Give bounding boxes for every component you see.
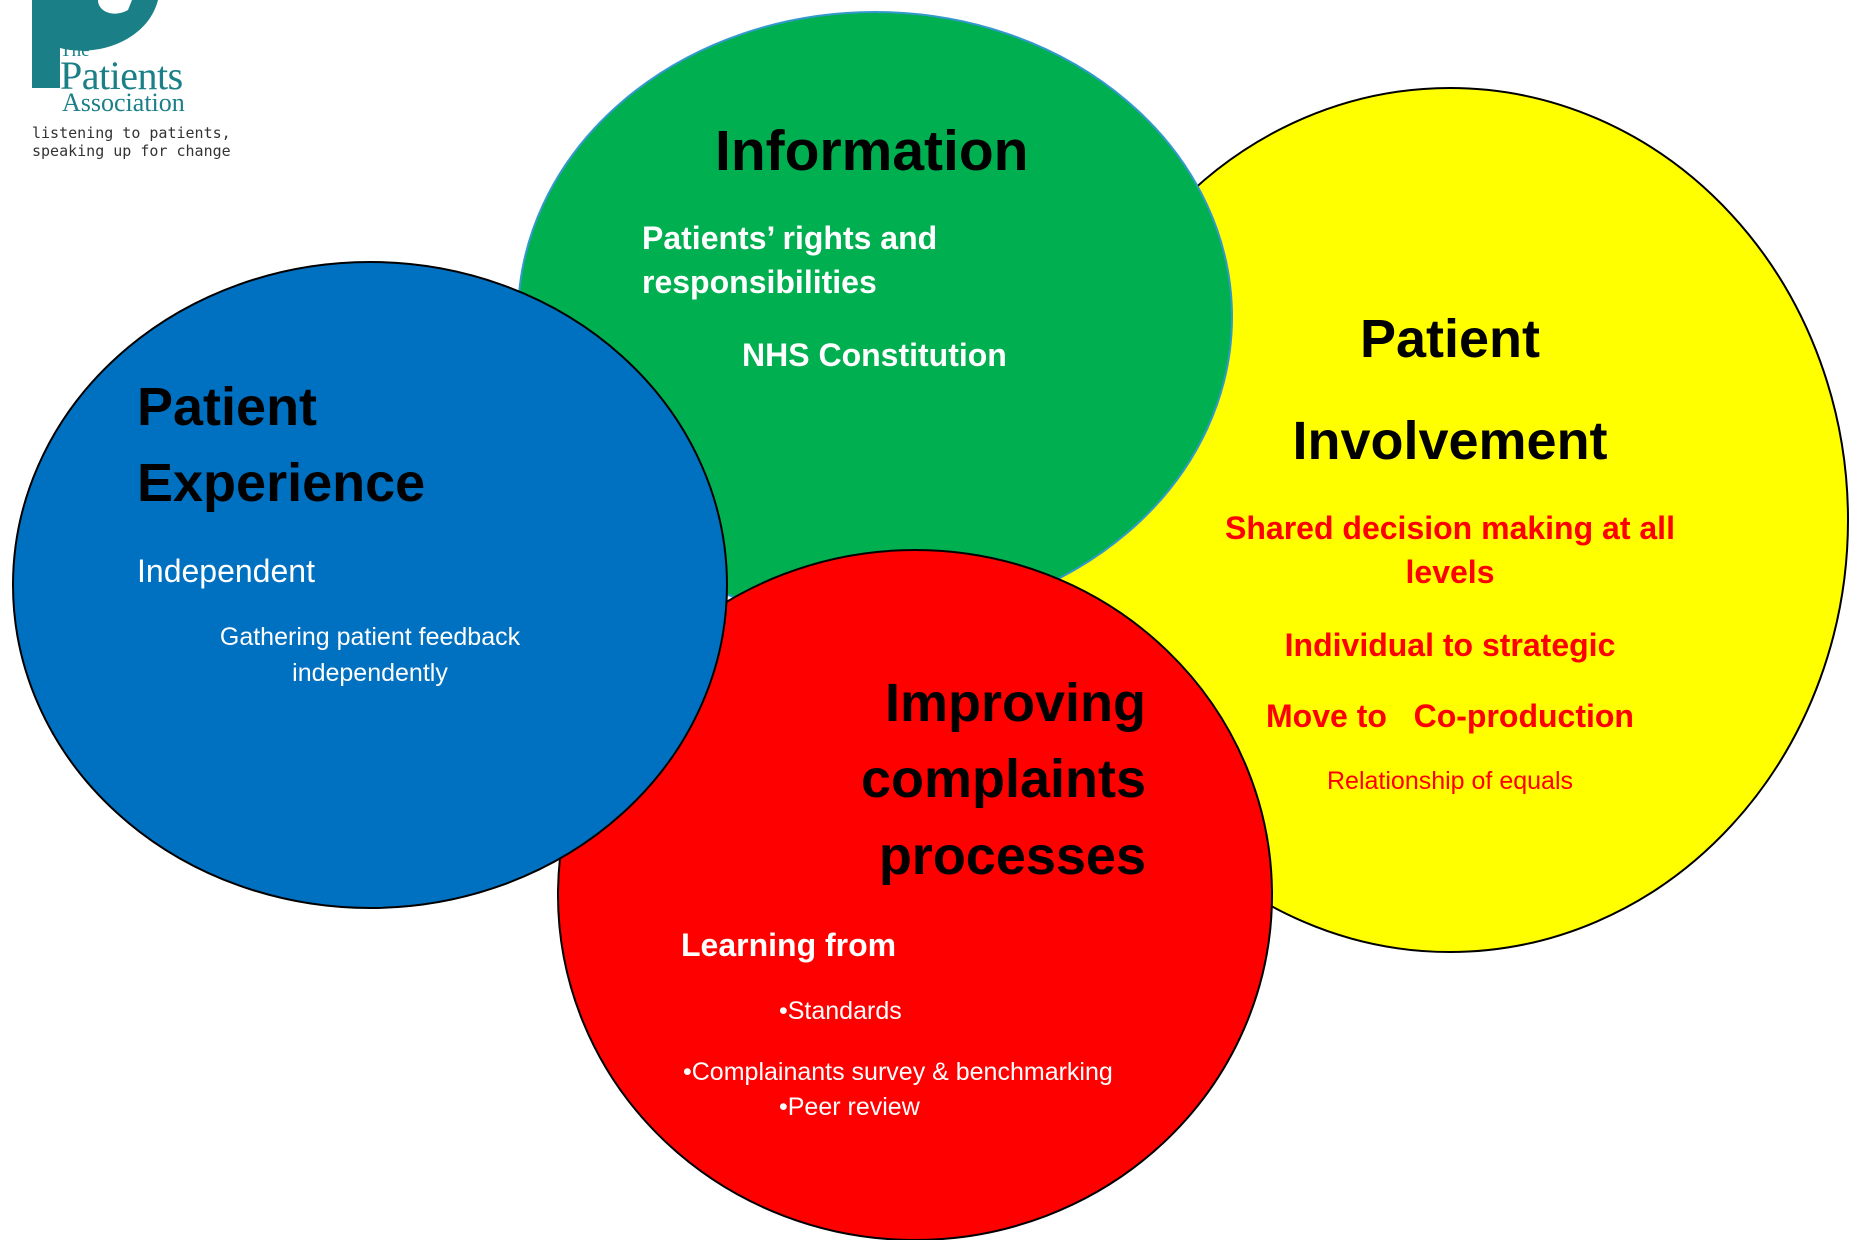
involvement-co-production: Move to Co-production	[1266, 698, 1634, 734]
experience-title-line1: Patient	[137, 377, 318, 437]
involvement-title-line2: Involvement	[1292, 411, 1608, 471]
information-rights-line1: Patients’ rights and	[642, 220, 938, 256]
complaints-title-line1: Improving	[884, 673, 1146, 733]
involvement-title-line1: Patient	[1359, 309, 1541, 369]
involvement-shared-decision-line1: Shared decision making at all	[1225, 510, 1675, 546]
information-title: Information	[715, 119, 1029, 183]
involvement-shared-decision-line2: levels	[1405, 554, 1495, 590]
experience-detail-line1: Gathering patient feedback	[219, 623, 521, 651]
complaints-title-line3: processes	[878, 826, 1146, 886]
involvement-relationship-equals: Relationship of equals	[1327, 767, 1573, 795]
information-rights-line2: responsibilities	[642, 264, 877, 300]
logo-word-patients: Patients	[60, 53, 183, 98]
logo-word-the: The	[60, 40, 90, 61]
logo-mark-icon	[32, 0, 158, 88]
complaints-learning-from: Learning from	[681, 927, 897, 963]
experience-independent: Independent	[137, 553, 315, 589]
experience-detail-line2: independently	[292, 659, 448, 687]
complaints-bullet-peer-review: •Peer review	[779, 1093, 920, 1121]
involvement-individual-strategic: Individual to strategic	[1284, 627, 1616, 663]
complaints-bullet-standards: •Standards	[779, 997, 902, 1025]
patient-experience-circle	[12, 261, 728, 909]
complaints-bullet-survey: •Complainants survey & benchmarking	[683, 1058, 1113, 1086]
patients-association-logo: The Patients Association listening to pa…	[28, 0, 258, 170]
experience-title-line2: Experience	[137, 453, 426, 513]
logo-word-association: Association	[62, 88, 185, 117]
complaints-title-line2: complaints	[860, 749, 1146, 809]
logo-tagline: listening to patients, speaking up for c…	[32, 124, 231, 160]
information-nhs-constitution: NHS Constitution	[742, 337, 1007, 373]
complaints-circle	[557, 549, 1273, 1240]
